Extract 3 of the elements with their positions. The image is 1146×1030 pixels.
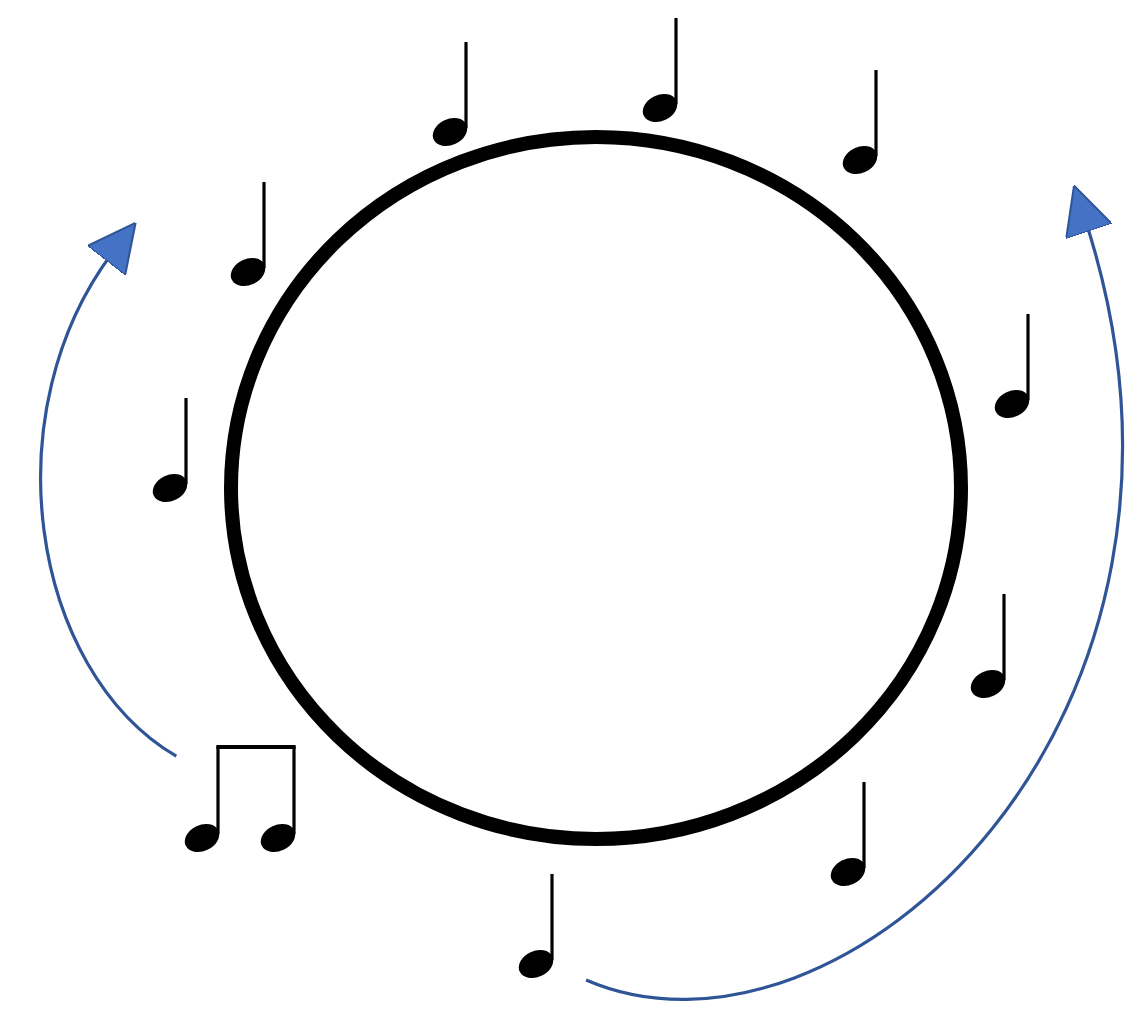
curved-arrow (39, 220, 178, 758)
circle (224, 130, 968, 846)
curved-arrow (585, 183, 1124, 1000)
